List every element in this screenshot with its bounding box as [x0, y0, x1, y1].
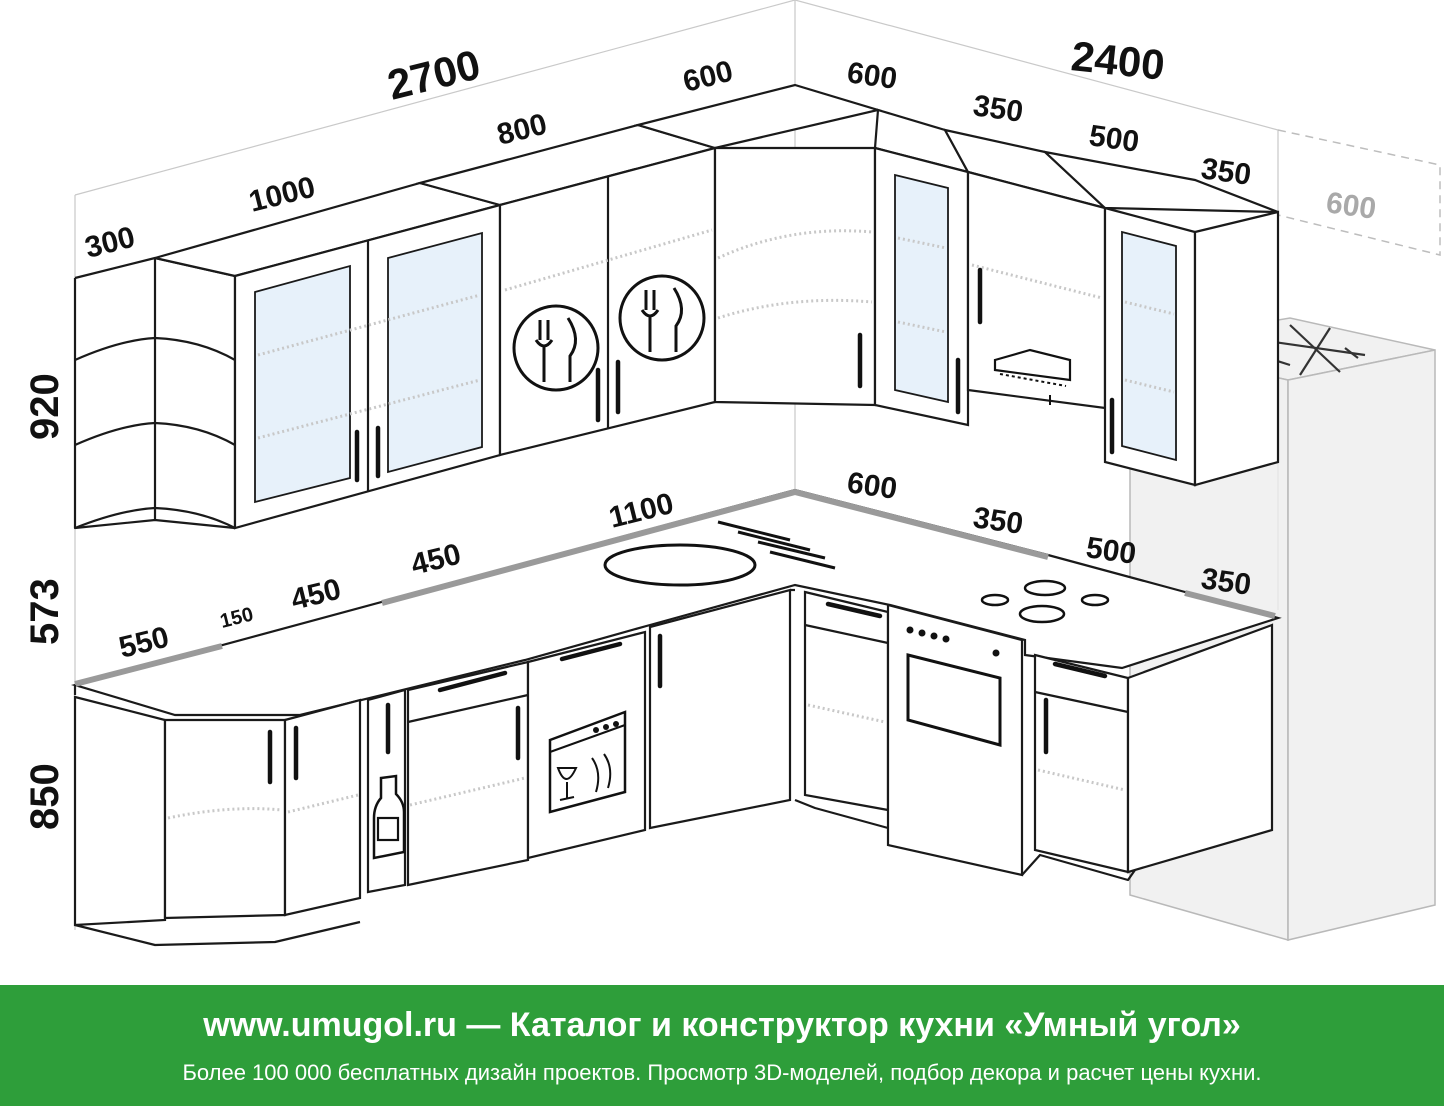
dim-lower-left-3: 450 — [408, 538, 465, 582]
drawer-cabinet-450 — [406, 660, 530, 887]
dim-lower-left-1: 150 — [218, 603, 256, 632]
lower-cabinets — [73, 588, 1274, 947]
dim-upper-right-3: 350 — [1199, 152, 1253, 192]
dim-fridge-ghost: 600 — [1324, 186, 1378, 226]
dim-upper-right-1: 350 — [971, 89, 1025, 129]
hood-cabinet-500 — [942, 128, 1107, 410]
dim-upper-right-2: 500 — [1087, 119, 1141, 159]
dim-upper-left-3: 600 — [680, 55, 737, 99]
glass-cabinet-350-end — [1041, 150, 1280, 487]
kitchen-diagram: 2700 2400 920 573 850 300 1000 800 600 6… — [23, 0, 1441, 947]
sink-icon — [603, 520, 836, 587]
footer-headline[interactable]: www.umugol.ru — Каталог и конструктор ку… — [203, 1006, 1241, 1044]
dim-upper-height: 920 — [23, 373, 67, 440]
dim-lower-right-1: 350 — [971, 501, 1025, 541]
cabinet-800 — [415, 123, 720, 457]
dim-lower-left-2: 450 — [288, 573, 345, 617]
promo-footer: www.umugol.ru — Каталог и конструктор ку… — [0, 985, 1444, 1106]
upper-cabinets — [73, 83, 1280, 530]
corner-base-cabinet — [163, 698, 362, 920]
dim-lower-right-0: 600 — [845, 466, 899, 506]
open-shelf-unit — [73, 256, 237, 530]
dim-upper-right-0: 600 — [845, 56, 899, 96]
dishwasher-icon — [548, 710, 627, 814]
cutlery-icon — [512, 304, 600, 392]
dishwasher-450 — [526, 630, 647, 860]
cutlery-icon — [618, 274, 706, 362]
hob-icon — [980, 579, 1110, 624]
base-cabinet-600 — [794, 590, 890, 830]
dim-left-wall: 2700 — [383, 41, 485, 109]
dim-lower-height: 850 — [23, 763, 67, 830]
dim-right-wall: 2400 — [1069, 32, 1167, 89]
dim-lower-right-3: 350 — [1199, 562, 1253, 602]
dim-upper-left-2: 800 — [494, 108, 551, 152]
sink-cabinet-1100 — [648, 588, 795, 830]
oven-icon — [906, 626, 1002, 747]
oven-unit — [886, 603, 1024, 877]
glass-cabinet-1000 — [154, 181, 505, 530]
bottle-cabinet-150 — [366, 688, 407, 894]
dim-gap-height: 573 — [23, 578, 67, 645]
dim-upper-left-0: 300 — [82, 221, 139, 265]
footer-subline: Более 100 000 бесплатных дизайн проектов… — [182, 1060, 1262, 1085]
dim-upper-left-1: 1000 — [246, 171, 319, 219]
countertop — [70, 488, 1282, 717]
corner-cabinet — [633, 83, 883, 407]
dimension-labels: 2700 2400 920 573 850 300 1000 800 600 6… — [23, 32, 1378, 830]
dim-lower-right-2: 500 — [1084, 531, 1138, 571]
range-hood-icon — [993, 348, 1072, 405]
base-cabinet-350 — [1021, 623, 1274, 882]
glass-cabinet-350 — [873, 108, 971, 427]
bottle-icon — [372, 774, 406, 860]
